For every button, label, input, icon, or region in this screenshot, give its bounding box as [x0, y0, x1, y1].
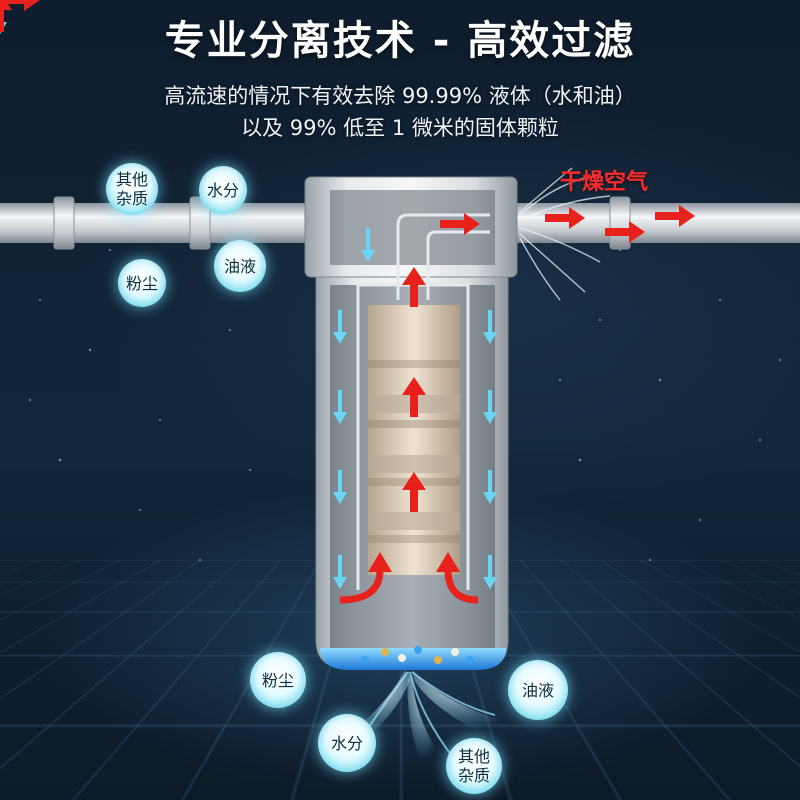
inlet-dust-bubble: 粉尘 — [118, 259, 166, 307]
dry-air-label: 干燥空气 — [560, 164, 648, 196]
outlet-water-bubble: 水分 — [318, 714, 376, 772]
filter-element-icon — [368, 305, 460, 575]
outlet-dust-bubble: 粉尘 — [250, 652, 306, 708]
inlet-oil-bubble: 油液 — [214, 240, 266, 292]
outlet-impurities-label: 其他杂质 — [456, 747, 492, 785]
collected-liquid — [320, 646, 506, 670]
outlet-oil-bubble: 油液 — [508, 660, 568, 720]
inlet-pipe — [0, 197, 312, 249]
outlet-impurities-bubble: 其他杂质 — [446, 738, 502, 794]
outlet-pipe — [510, 197, 800, 249]
inlet-impurities-bubble: 其他杂质 — [106, 163, 158, 215]
inlet-water-bubble: 水分 — [199, 166, 247, 214]
filter-head — [305, 177, 517, 277]
